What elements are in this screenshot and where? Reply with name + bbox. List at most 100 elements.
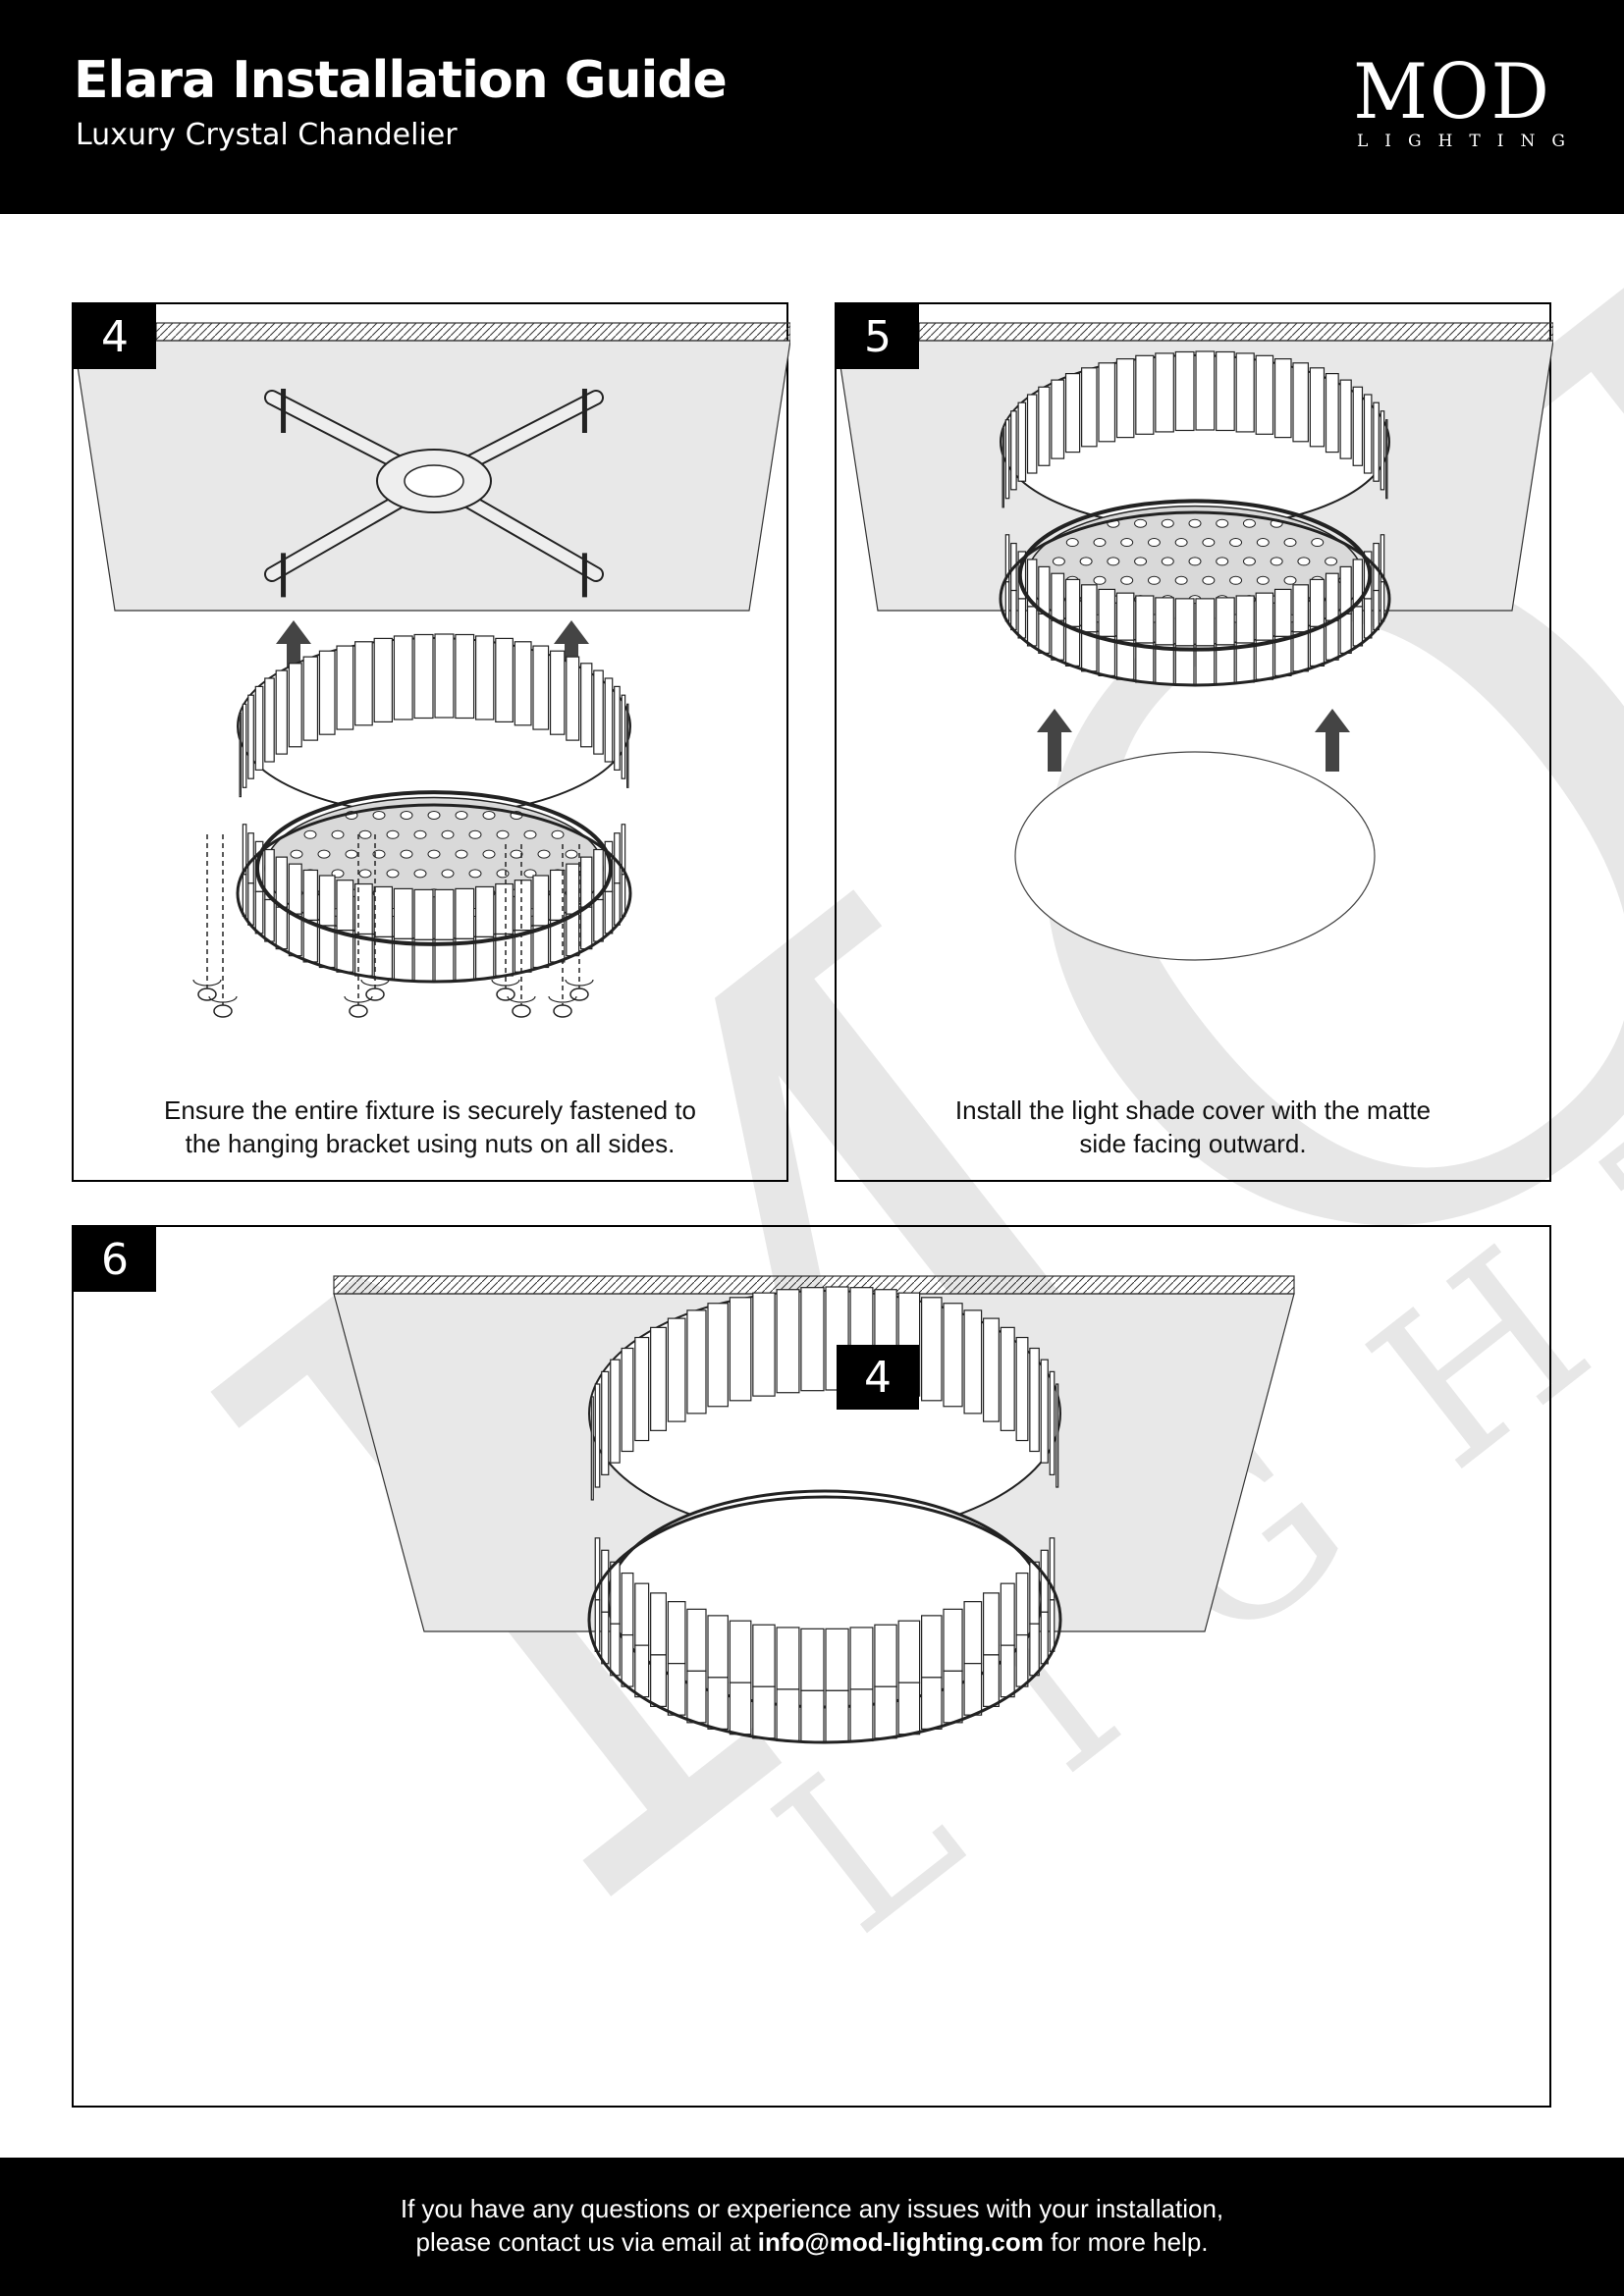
crystal [604, 677, 614, 763]
crystal [1216, 597, 1235, 646]
crystal [594, 1599, 601, 1652]
plate-hole [1065, 538, 1079, 548]
inner-ring [255, 790, 613, 946]
crystal [549, 869, 566, 922]
plate-hole [386, 869, 400, 879]
crystal [1064, 625, 1081, 667]
step-caption: Ensure the entire fixture is securely fa… [74, 1094, 786, 1160]
chandelier [999, 350, 1391, 687]
crystal [318, 650, 336, 735]
crystal [336, 645, 354, 730]
crystal [963, 1601, 983, 1665]
crystal [580, 663, 593, 748]
crystal [1000, 1326, 1015, 1431]
crystal [707, 1615, 729, 1679]
plate-hole [1161, 557, 1174, 566]
plate-hole [1229, 538, 1243, 548]
crystal [1064, 373, 1081, 454]
caption-line: side facing outward. [1079, 1129, 1307, 1158]
crystal [1155, 352, 1174, 433]
crystal [288, 913, 302, 957]
step-number: 6 [74, 1227, 156, 1292]
plate-hole [1283, 538, 1297, 548]
crystal [1325, 619, 1339, 661]
plate-hole [1229, 575, 1243, 585]
crystal [825, 1628, 849, 1691]
crystal [752, 1292, 776, 1397]
step-number: 5 [837, 304, 919, 369]
step-5-panel: 5 Install the light shade cover with the… [835, 302, 1553, 1182]
crystal [849, 1627, 874, 1690]
plate-hole [331, 829, 345, 839]
plate-hole [400, 849, 413, 859]
crystal [1000, 1644, 1015, 1698]
chandelier [236, 633, 632, 984]
crystal [254, 685, 264, 771]
up-arrow-icon [276, 620, 311, 683]
bracket-hub-center [404, 464, 464, 498]
crystal [1115, 592, 1135, 641]
crystal [275, 856, 288, 908]
crystal [686, 1608, 707, 1672]
crystal [729, 1297, 752, 1402]
crystal [1380, 410, 1385, 491]
crystal [1056, 1383, 1059, 1488]
plate-hole [1311, 538, 1325, 548]
crystal [686, 1670, 707, 1724]
plate-hole [1134, 557, 1148, 566]
crystal [1273, 358, 1292, 439]
crystal [729, 1682, 752, 1735]
crystal [254, 890, 264, 934]
rotate-icon [360, 979, 390, 987]
crystal [650, 1326, 668, 1431]
crystal [413, 888, 434, 940]
header: Elara Installation Guide Luxury Crystal … [0, 0, 1624, 214]
nut-icon [213, 1004, 233, 1018]
crystal [1309, 367, 1326, 448]
nut-icon [553, 1004, 572, 1018]
crystal [1174, 350, 1195, 432]
crystal [921, 1677, 943, 1730]
crystal [1325, 373, 1339, 454]
crystal [474, 885, 495, 938]
crystal [943, 1303, 963, 1408]
crystal [1049, 1370, 1056, 1475]
step-number: 4 [74, 304, 156, 369]
crystal [434, 633, 455, 719]
crystal [1339, 565, 1352, 614]
crystal [434, 888, 455, 940]
crystal [634, 1582, 650, 1646]
crystal [1098, 588, 1116, 638]
crystal [621, 1572, 634, 1636]
crystal [667, 1663, 686, 1716]
plate-hole [1256, 538, 1270, 548]
plate-hole [290, 849, 303, 859]
crystal [776, 1627, 800, 1690]
plate-hole [1147, 538, 1161, 548]
crystal [247, 694, 254, 779]
crystal [1273, 588, 1292, 638]
plate-hole [345, 849, 358, 859]
plate-hole [317, 849, 331, 859]
nut-icon [496, 988, 515, 1001]
crystal [707, 1677, 729, 1730]
crystal [264, 677, 275, 763]
crystal [1040, 1359, 1049, 1464]
page-title: Elara Installation Guide [74, 51, 728, 110]
crystal [982, 1317, 1000, 1422]
plate-hole [1216, 557, 1229, 566]
crystal [1174, 598, 1195, 647]
crystal [634, 1644, 650, 1698]
plate-hole [510, 849, 523, 859]
crystal [614, 882, 621, 926]
crystal [1017, 401, 1027, 482]
crystal [590, 1396, 594, 1501]
step-4-panel: 4 Ensure the entire fixture is securely … [72, 302, 790, 1182]
crystal [1017, 598, 1027, 639]
crystal [566, 863, 580, 915]
crystal [1309, 578, 1326, 627]
page-subtitle: Luxury Crystal Chandelier [76, 118, 458, 152]
plate-hole [1188, 557, 1202, 566]
crystal [264, 898, 275, 942]
support-email-link[interactable]: info@mod-lighting.com [757, 2227, 1044, 2257]
